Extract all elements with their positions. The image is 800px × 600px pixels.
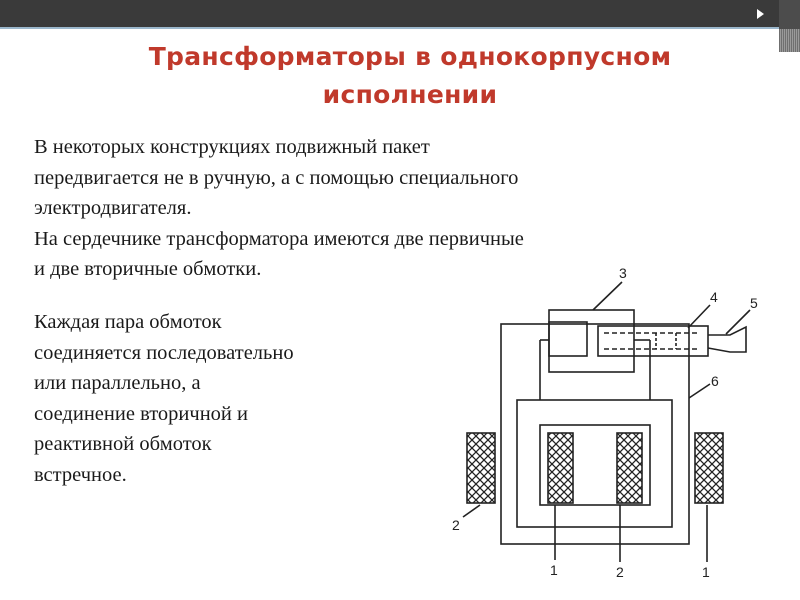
core-center-leg: [539, 424, 651, 506]
coil-center-left: [547, 432, 574, 504]
paragraph-windings: Каждая пара обмоток соединяется последов…: [34, 307, 424, 490]
paragraph-line: реактивной обмоток: [34, 433, 212, 455]
paragraph-line: и две вторичные обмотки.: [34, 258, 262, 280]
paragraph-line: или параллельно, а: [34, 372, 201, 394]
coil-left: [466, 432, 496, 504]
label-2-left: 2: [452, 517, 460, 533]
slide-title: Трансформаторы в однокорпусном исполнени…: [148, 42, 672, 109]
paragraph-intro: В некоторых конструкциях подвижный пакет…: [34, 132, 774, 285]
paragraph-line: электродвигателя.: [34, 197, 192, 219]
paragraph-line: Каждая пара обмоток: [34, 311, 222, 333]
label-3: 3: [619, 265, 627, 281]
movable-package: [548, 309, 635, 373]
label-5: 5: [750, 295, 758, 311]
paragraph-line: встречное.: [34, 463, 127, 486]
core-outer: [500, 323, 690, 545]
transformer-diagram: 3 4 5 6 2 1 2 1: [452, 265, 758, 580]
top-bar: [0, 0, 800, 27]
core-inner-window: [516, 399, 673, 528]
arrow-icon: [757, 9, 764, 19]
coil-right: [694, 432, 724, 504]
label-1-bottom: 1: [550, 562, 558, 578]
coil-center-right: [616, 432, 643, 504]
movable-package-inner: [548, 321, 588, 357]
accent-line: [0, 27, 800, 29]
paragraph-line: соединение вторичной и: [34, 402, 248, 425]
label-4: 4: [710, 289, 718, 305]
label-1-right: 1: [702, 564, 710, 580]
paragraph-line: В некоторых конструкциях подвижный пакет: [34, 136, 430, 158]
paragraph-line: передвигается не в ручную, а с помощью с…: [34, 166, 519, 189]
label-6: 6: [711, 373, 719, 389]
decorative-strip-top: [779, 0, 800, 29]
paragraph-line: На сердечнике трансформатора имеются две…: [34, 227, 524, 250]
label-2-bottom: 2: [616, 564, 624, 580]
handle: [707, 325, 747, 353]
paragraph-line: соединяется последовательно: [34, 341, 294, 364]
motor-box: [597, 325, 709, 357]
